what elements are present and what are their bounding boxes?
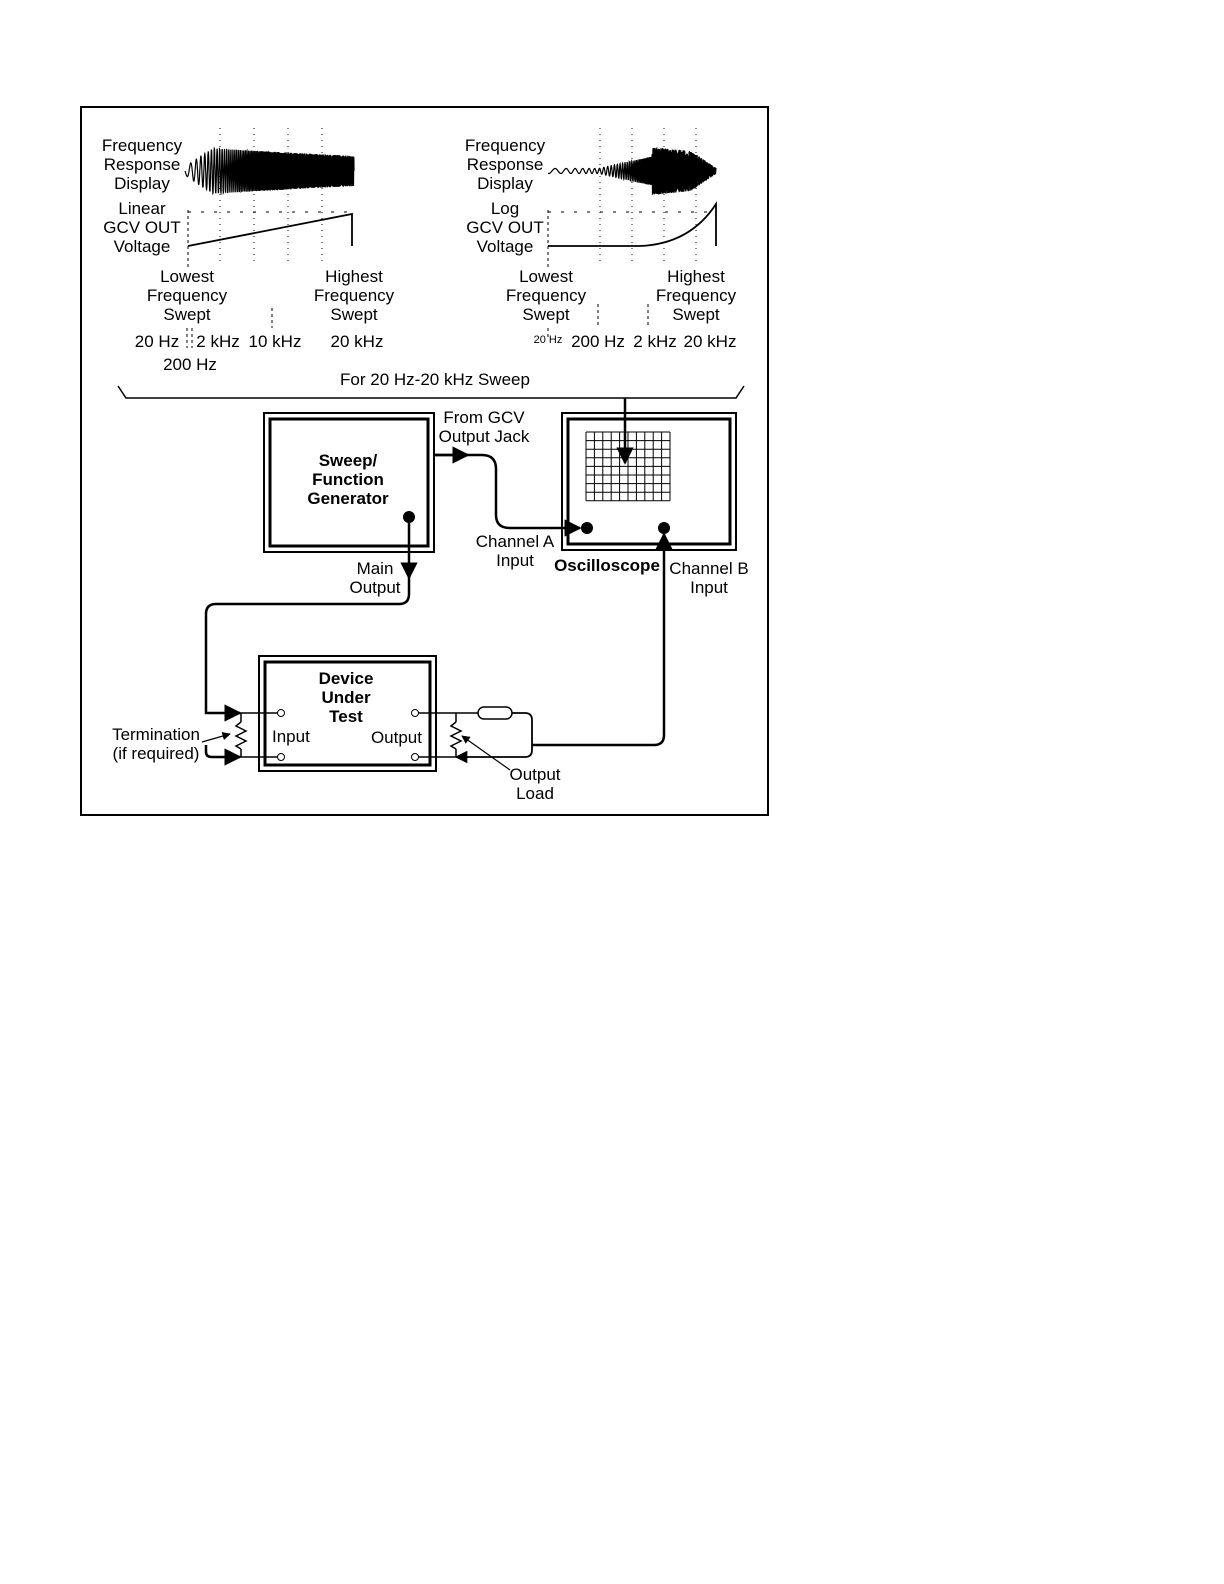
termination-resistor xyxy=(234,721,248,750)
oscilloscope-screen-graticule xyxy=(585,431,671,502)
lin-lowest-label-1: Lowest xyxy=(160,267,214,286)
log-voltage-label-1: Log xyxy=(491,199,519,218)
termination-label-2: (if required) xyxy=(113,744,200,763)
dut-input-terminal-bottom xyxy=(277,753,285,761)
dut-output-terminal-bottom xyxy=(411,753,419,761)
lin-tick-200hz: 200 Hz xyxy=(163,355,217,374)
output-load-label-2: Load xyxy=(516,784,554,803)
channel-a-label-2: Input xyxy=(496,551,534,570)
dut-title-3: Test xyxy=(329,707,363,726)
lin-voltage-label-3: Voltage xyxy=(114,237,171,256)
log-lowest-label-3: Swept xyxy=(522,305,570,324)
lin-tick-2khz: 2 kHz xyxy=(196,332,239,351)
termination-pointer xyxy=(201,732,231,743)
dut-title-2: Under xyxy=(321,688,371,707)
dut-input-terminal-top xyxy=(277,709,285,717)
oscilloscope-title: Oscilloscope xyxy=(554,556,660,575)
gcv-label-1: From GCV xyxy=(443,408,525,427)
dut-title-1: Device xyxy=(319,669,374,688)
dut-output-terminal-top xyxy=(411,709,419,717)
log-frequency-response-waveform xyxy=(547,147,717,195)
generator-title-3: Generator xyxy=(307,489,389,508)
lin-display-label-2: Response xyxy=(104,155,181,174)
log-highest-label-1: Highest xyxy=(667,267,725,286)
lin-display-label-1: Frequency xyxy=(102,136,183,155)
main-output-to-dut-cable xyxy=(204,578,411,722)
channel-b-label-2: Input xyxy=(690,578,728,597)
log-lowest-label-1: Lowest xyxy=(519,267,573,286)
channel-b-label-1: Channel B xyxy=(669,559,748,578)
linear-gcv-ramp xyxy=(187,212,353,247)
log-display-label-2: Response xyxy=(467,155,544,174)
generator-title-2: Function xyxy=(312,470,384,489)
dut-output-label: Output xyxy=(371,728,422,747)
oscilloscope xyxy=(561,412,737,551)
channel-b-jack xyxy=(658,522,670,534)
lin-tick-10khz: 10 kHz xyxy=(249,332,302,351)
generator-title-1: Sweep/ xyxy=(319,451,378,470)
lin-highest-label-3: Swept xyxy=(330,305,378,324)
output-load-label-1: Output xyxy=(509,765,560,784)
lin-display-label-3: Display xyxy=(114,174,170,193)
linear-sweep-panel: Frequency Response Display Linear GCV OU… xyxy=(102,128,395,374)
log-voltage-label-2: GCV OUT xyxy=(466,218,543,237)
gcv-cable xyxy=(434,453,582,537)
probe-body xyxy=(477,706,513,720)
log-tick-20hz: 20 Hz xyxy=(534,334,563,346)
lin-voltage-label-2: GCV OUT xyxy=(103,218,180,237)
lin-lowest-label-3: Swept xyxy=(163,305,211,324)
log-tick-200hz: 200 Hz xyxy=(571,332,625,351)
main-output-label-2: Output xyxy=(349,578,400,597)
log-tick-2khz: 2 kHz xyxy=(633,332,676,351)
output-load-resistor xyxy=(449,721,463,750)
log-display-graticule xyxy=(599,128,697,262)
log-lowest-label-2: Frequency xyxy=(506,286,587,305)
lin-lowest-label-2: Frequency xyxy=(147,286,228,305)
log-highest-label-2: Frequency xyxy=(656,286,737,305)
log-voltage-label-3: Voltage xyxy=(477,237,534,256)
sweep-caption: For 20 Hz-20 kHz Sweep xyxy=(340,370,530,389)
lin-tick-20khz: 20 kHz xyxy=(331,332,384,351)
gcv-label-2: Output Jack xyxy=(439,427,530,446)
log-display-label-3: Display xyxy=(477,174,533,193)
sweep-brace xyxy=(117,385,745,399)
log-gcv-curve xyxy=(548,200,717,247)
figure-frame xyxy=(80,106,769,816)
log-highest-label-3: Swept xyxy=(672,305,720,324)
lin-highest-label-2: Frequency xyxy=(314,286,395,305)
main-output-label-1: Main xyxy=(357,559,394,578)
sweep-function-generator: Sweep/ Function Generator xyxy=(263,412,435,553)
channel-a-jack xyxy=(581,522,593,534)
input-return-wire xyxy=(204,745,242,766)
probe-to-load-cable xyxy=(454,712,533,764)
log-display-label-1: Frequency xyxy=(465,136,546,155)
termination-label-1: Termination xyxy=(112,725,200,744)
log-tick-20khz: 20 kHz xyxy=(684,332,737,351)
lin-highest-label-1: Highest xyxy=(325,267,383,286)
dut-input-label: Input xyxy=(272,727,310,746)
device-under-test: Device Under Test Input Output xyxy=(258,655,437,772)
output-load-pointer xyxy=(461,735,511,771)
channel-a-label-1: Channel A xyxy=(476,532,555,551)
lin-voltage-label-1: Linear xyxy=(118,199,166,218)
linear-frequency-response-waveform xyxy=(184,146,355,196)
lin-display-graticule xyxy=(219,128,323,262)
channel-b-cable xyxy=(532,532,673,747)
lin-tick-20hz: 20 Hz xyxy=(135,332,179,351)
log-tick-marks xyxy=(547,304,649,340)
log-sweep-panel: Frequency Response Display Log GCV OUT V… xyxy=(465,128,737,351)
